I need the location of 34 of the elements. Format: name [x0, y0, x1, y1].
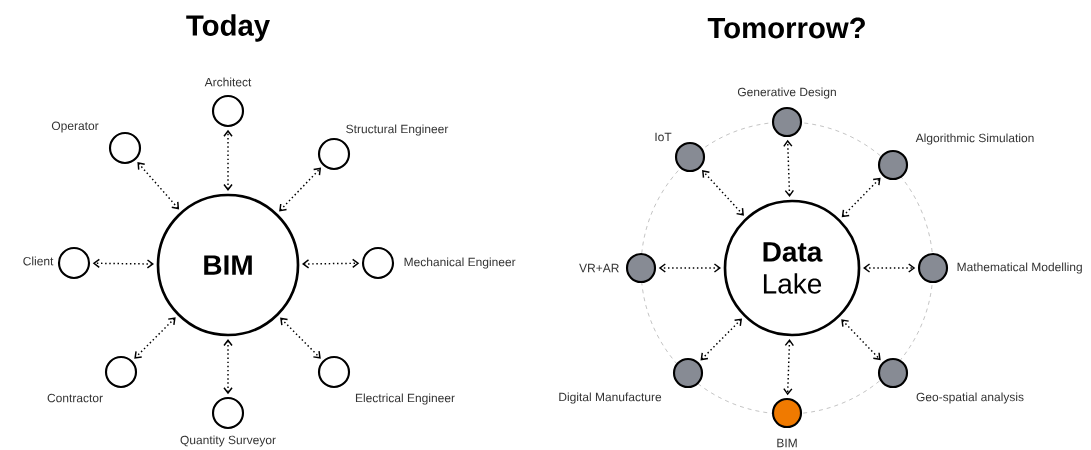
arrow [223, 339, 233, 395]
arrow [783, 139, 795, 198]
arrow [700, 318, 743, 361]
heading: Tomorrow? [707, 17, 865, 39]
node-label: BIM [777, 438, 797, 448]
arrow [841, 177, 881, 218]
arrow [702, 170, 744, 216]
arrow [658, 263, 721, 273]
node-label: Client [23, 256, 54, 266]
node-label: Structural Engineer [346, 124, 449, 136]
node-label: Architect [204, 77, 252, 87]
arrow [280, 317, 321, 359]
arrow [863, 263, 916, 273]
node-label: Quantity Surveyor [180, 435, 276, 447]
node-label: Algorithmic Simulation [915, 133, 1034, 145]
node-label: Generative Design [737, 87, 836, 99]
node-label: IoT [655, 132, 672, 142]
arrow [92, 258, 154, 269]
arrow [841, 319, 881, 361]
node-label: Contractor [47, 393, 103, 403]
arrow [302, 258, 360, 269]
arrow [279, 167, 322, 212]
arrow [134, 317, 176, 359]
arrow [223, 129, 233, 191]
heading: Today [186, 14, 270, 42]
node-label: Electrical Engineer [355, 393, 455, 405]
node-label: Operator [51, 121, 99, 133]
node-label: Mathematical Modelling [957, 262, 1082, 274]
node-label: Mechanical Engineer [404, 257, 516, 269]
arrow [137, 162, 180, 210]
arrow [783, 338, 795, 396]
node-label: VR+AR [579, 263, 619, 273]
node-label: Geo-spatial analysis [916, 392, 1024, 404]
node-label: Digital Manufacture [559, 392, 662, 404]
